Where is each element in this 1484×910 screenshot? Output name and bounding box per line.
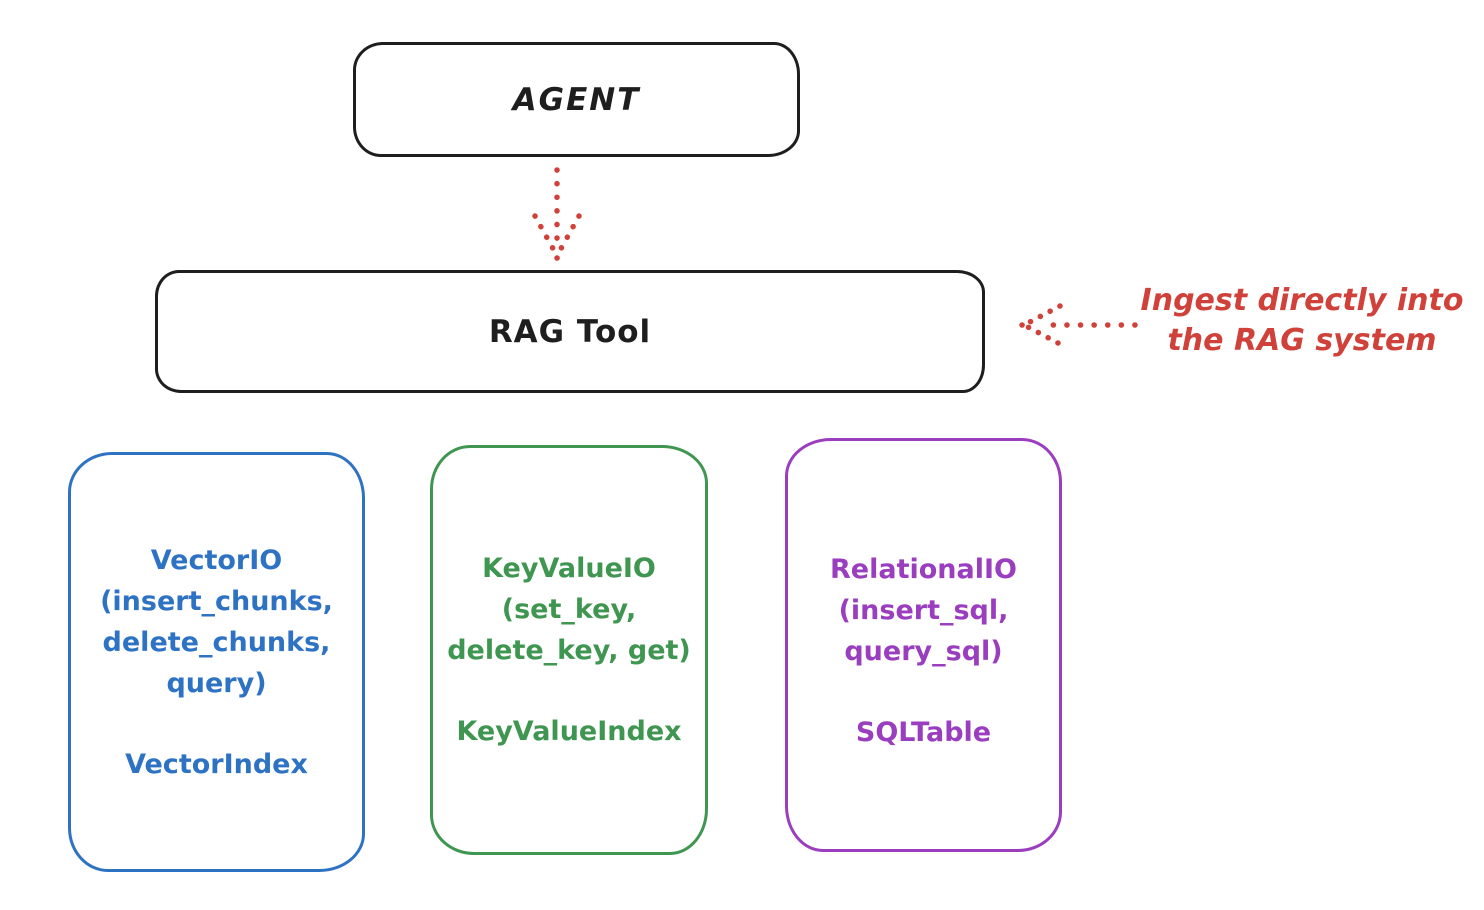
- rag-tool-label: RAG Tool: [488, 313, 652, 350]
- key-value-io-label: KeyValueIO (set_key, delete_key, get): [447, 553, 691, 666]
- ingest-annotation: Ingest directly into the RAG system: [1140, 283, 1464, 358]
- node-agent: AGENT: [353, 42, 800, 157]
- key-value-index-label: KeyValueIndex: [456, 716, 682, 747]
- node-relational-io: RelationalIO (insert_sql, query_sql) SQL…: [785, 438, 1062, 852]
- agent-label: AGENT: [512, 81, 641, 118]
- node-key-value-io: KeyValueIO (set_key, delete_key, get) Ke…: [430, 445, 708, 855]
- node-rag-tool: RAG Tool: [155, 270, 985, 393]
- agent-to-rag-arrow-icon: [532, 167, 582, 261]
- ingest-arrow-icon: [1019, 303, 1138, 346]
- vector-index-label: VectorIndex: [125, 749, 308, 780]
- relational-io-label: RelationalIO (insert_sql, query_sql): [830, 554, 1017, 667]
- sql-table-label: SQLTable: [855, 717, 992, 748]
- node-vector-io: VectorIO (insert_chunks, delete_chunks, …: [68, 452, 365, 872]
- vector-io-label: VectorIO (insert_chunks, delete_chunks, …: [100, 545, 333, 699]
